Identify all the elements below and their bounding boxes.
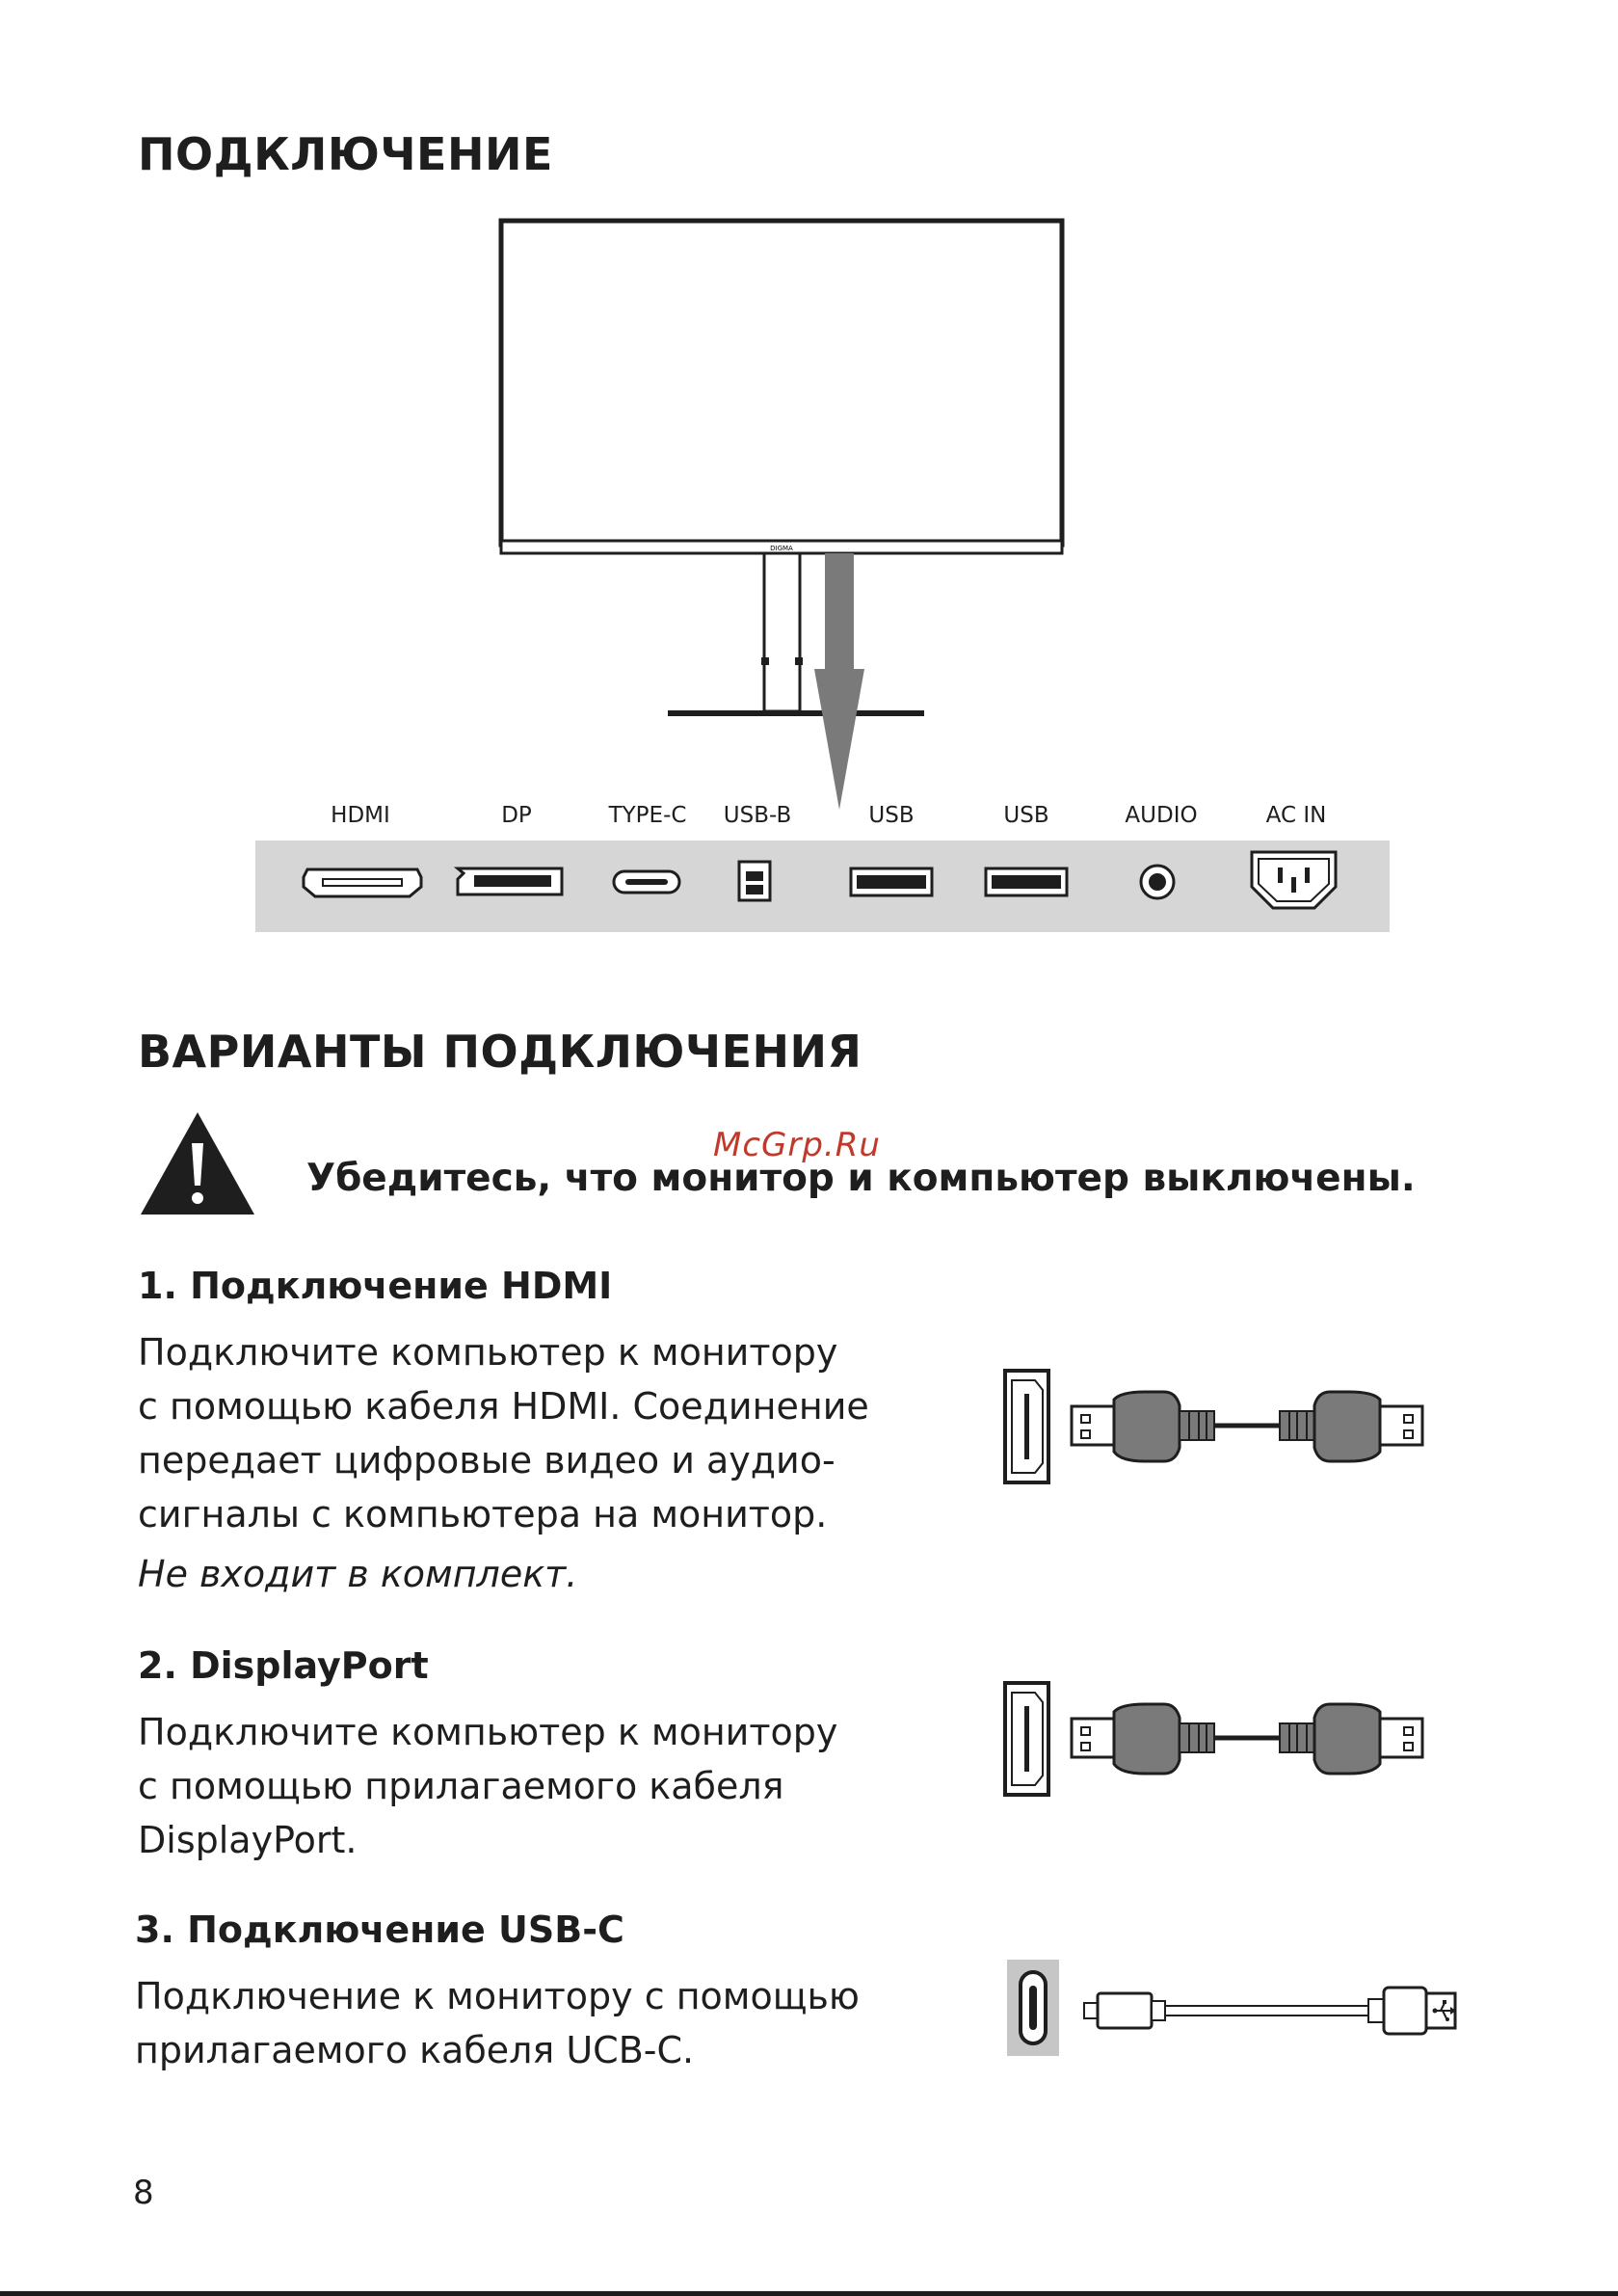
usb-c-socket-icon [1007, 1960, 1059, 2056]
section-dp-heading: 2. DisplayPort [138, 1644, 429, 1687]
port-label-usb-b: USB-B [723, 803, 792, 828]
usb-port-icon-1 [849, 867, 934, 897]
page-title: ПОДКЛЮЧЕНИЕ [138, 128, 553, 180]
section-dp-line-1: Подключите компьютер к монитору [138, 1711, 838, 1753]
ac-in-port-icon [1250, 850, 1338, 910]
hdmi-socket-icon [1003, 1369, 1050, 1484]
section-hdmi-line-1: Подключите компьютер к монитору [138, 1331, 838, 1374]
port-label-usb-1: USB [868, 803, 915, 828]
warning-icon [141, 1112, 254, 1215]
type-c-port-icon [612, 869, 681, 894]
brand-mark: DIGMA [770, 545, 793, 552]
hdmi-plug-left-icon [1070, 1390, 1215, 1463]
usb-port-icon-2 [984, 867, 1069, 897]
section-hdmi-line-3: передает цифровые видео и аудио- [138, 1439, 836, 1482]
hdmi-cable-illustration [1003, 1369, 1424, 1484]
port-label-audio: AUDIO [1125, 803, 1198, 828]
section-dp-body: Подключите компьютер к монитору с помощь… [138, 1705, 837, 1867]
dp-cable-illustration [1003, 1681, 1424, 1797]
port-label-usb-2: USB [1003, 803, 1049, 828]
port-panel-background [255, 841, 1390, 932]
section-usb-c-line-1: Подключение к монитору с помощью [135, 1975, 860, 2017]
port-label-dp: DP [501, 803, 532, 828]
usb-c-cable-illustration [1007, 1960, 1457, 2056]
dp-plug-left-icon [1070, 1702, 1215, 1775]
hdmi-plug-right-icon [1279, 1390, 1424, 1463]
dp-plug-right-icon [1279, 1702, 1424, 1775]
stand-base [668, 710, 924, 716]
section-hdmi-heading: 1. Подключение HDMI [138, 1265, 613, 1307]
section-dp-line-3: DisplayPort. [138, 1819, 358, 1861]
section-hdmi-line-2: с помощью кабеля HDMI. Соединение [138, 1385, 869, 1428]
usb-b-port-icon [737, 860, 772, 902]
usb-a-plug-icon [1367, 1986, 1457, 2036]
audio-port-icon [1139, 864, 1176, 900]
section-usb-c-heading: 3. Подключение USB-C [135, 1909, 624, 1951]
dp-socket-icon [1003, 1681, 1050, 1797]
dp-port-icon [453, 867, 564, 896]
page-number: 8 [133, 2174, 154, 2212]
monitor-illustration: DIGMA [498, 218, 1065, 810]
usb-c-plug-icon [1083, 1991, 1166, 2030]
stand-neck [762, 551, 802, 713]
section-dp-line-2: с помощью прилагаемого кабеля [138, 1765, 784, 1807]
usb-c-cable-wire [1165, 2005, 1368, 2016]
section-usb-c-line-2: прилагаемого кабеля UCB-C. [135, 2029, 695, 2071]
port-label-hdmi: HDMI [331, 803, 390, 828]
watermark: McGrp.Ru [713, 1126, 881, 1164]
hdmi-port-icon [302, 868, 423, 898]
section-hdmi-line-4: сигналы с компьютера на монитор. [138, 1493, 828, 1535]
section-usb-c-body: Подключение к монитору с помощью прилага… [135, 1969, 860, 2077]
bottom-rule [0, 2291, 1618, 2296]
arrow-shaft [825, 553, 854, 669]
warning-text: Убедитесь, что монитор и компьютер выклю… [306, 1157, 1416, 1200]
variants-title: ВАРИАНТЫ ПОДКЛЮЧЕНИЯ [138, 1026, 862, 1078]
port-panel [255, 841, 1390, 932]
port-label-type-c: TYPE-C [608, 803, 687, 828]
section-hdmi-note: Не входит в комплект. [138, 1553, 578, 1595]
monitor-screen [498, 218, 1065, 547]
section-hdmi-body: Подключите компьютер к монитору с помощь… [138, 1325, 869, 1601]
down-arrow-icon [814, 669, 864, 810]
port-label-ac-in: AC IN [1265, 803, 1327, 828]
